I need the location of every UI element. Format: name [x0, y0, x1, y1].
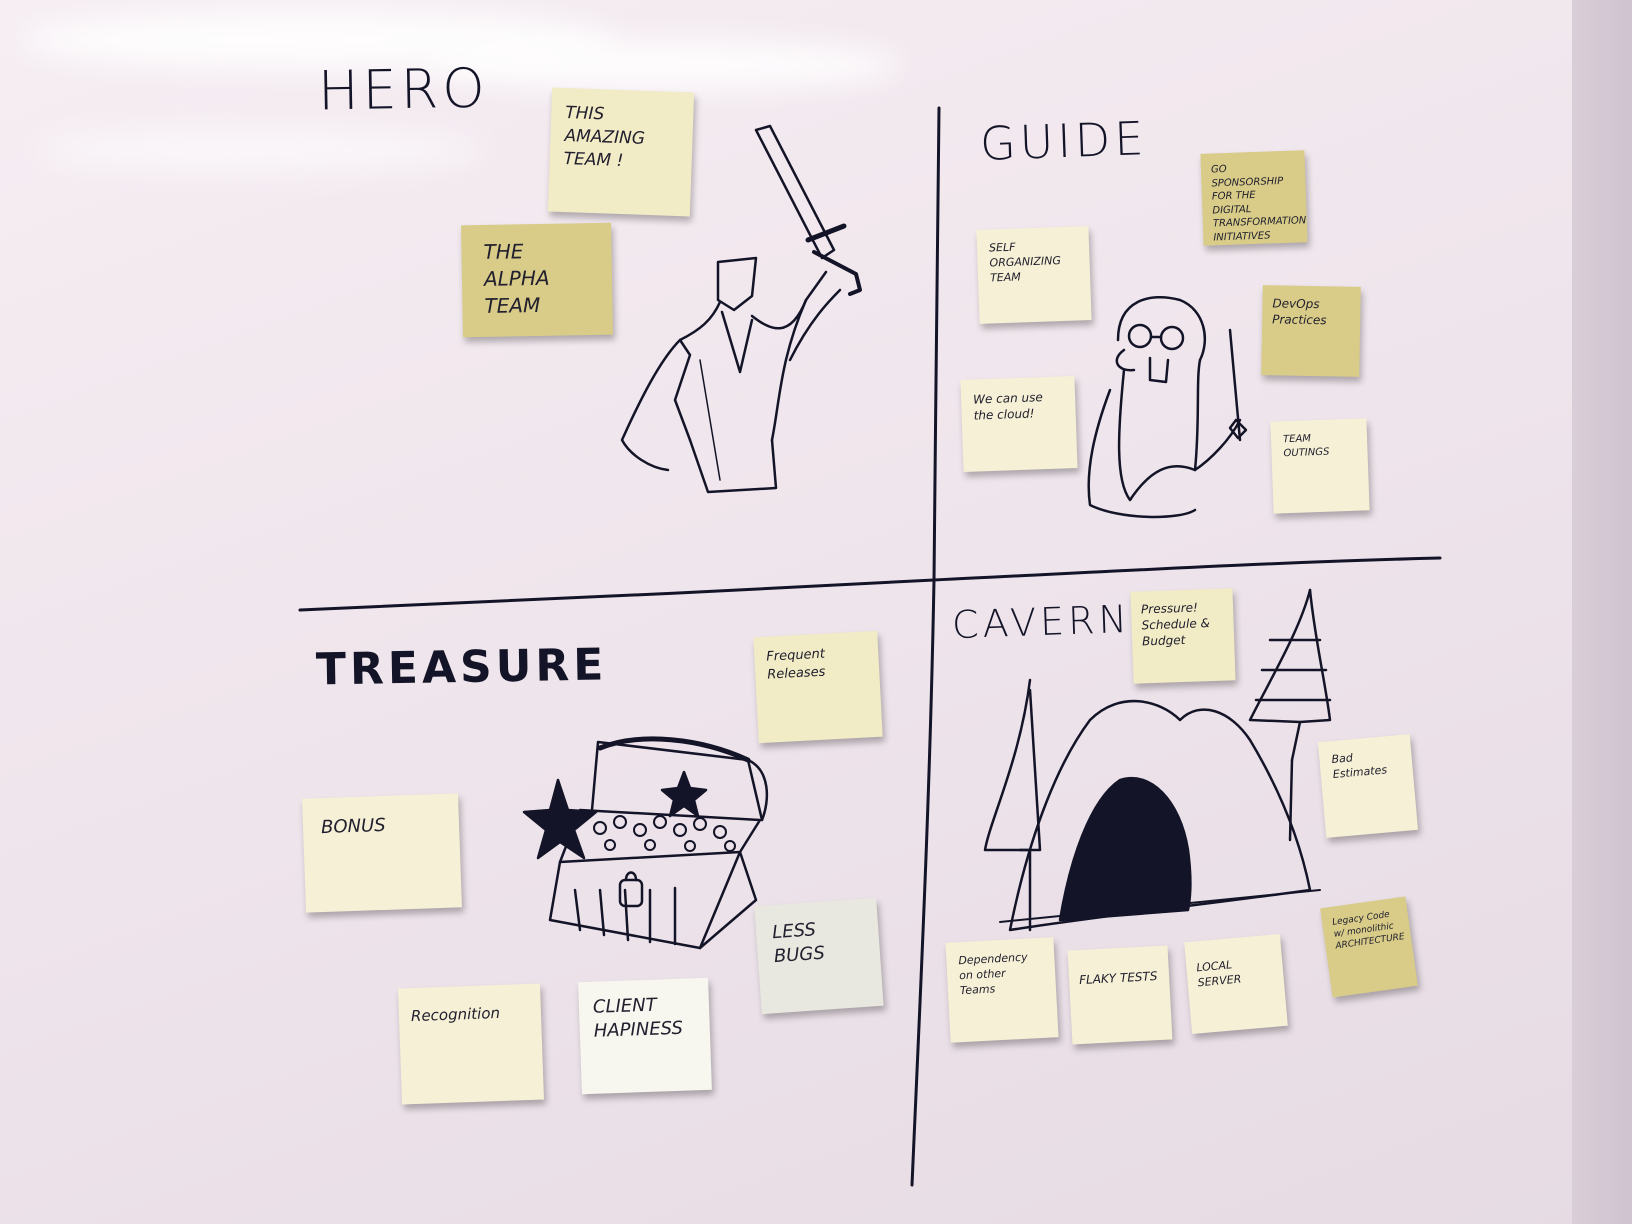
- guide-title: GUIDE: [979, 111, 1149, 171]
- sticky-note-less-bugs: LESS BUGS: [754, 897, 884, 1015]
- sticky-note-legacy-code: Legacy Code w/ monolithic ARCHITECTURE: [1320, 896, 1418, 998]
- sticky-note-dependency: Dependency on other Teams: [945, 937, 1059, 1043]
- vertical-divider: [910, 106, 941, 1187]
- sticky-note-go-sponsorship: GO SPONSORSHIP FOR THE DIGITAL TRANSFORM…: [1200, 150, 1308, 246]
- sticky-note-outings: TEAM OUTINGS: [1270, 418, 1370, 514]
- cavern-title: CAVERN: [951, 596, 1132, 648]
- hero-figure: [620, 124, 862, 494]
- light-glare: [40, 130, 480, 170]
- horizontal-divider: [298, 556, 1442, 612]
- sticky-note-self-organizing: SELF ORGANIZING TEAM: [976, 226, 1092, 324]
- sticky-note-cloud: We can use the cloud!: [960, 376, 1078, 472]
- sticky-note-flaky-tests: FLAKY TESTS: [1067, 945, 1173, 1045]
- treasure-title: TREASURE: [315, 639, 608, 696]
- guide-wizard: [1087, 296, 1248, 519]
- sticky-note-recognition: Recognition: [398, 983, 544, 1105]
- sticky-note-local-server: LOCAL SERVER: [1184, 933, 1288, 1035]
- sticky-note-pressure: Pressure! Schedule & Budget: [1130, 588, 1236, 684]
- sticky-note-devops: DevOps Practices: [1261, 285, 1361, 377]
- sticky-note-client-hapiness: CLIENT HAPINESS: [578, 977, 712, 1095]
- sticky-note-bad-estimates: Bad Estimates: [1317, 734, 1419, 838]
- hero-title: HERO: [317, 56, 490, 123]
- board-edge: [1572, 0, 1632, 1224]
- light-glare: [420, 40, 900, 90]
- sticky-note-frequent-releases: Frequent Releases: [753, 630, 883, 744]
- sticky-note-alpha-team: THE ALPHA TEAM: [461, 222, 613, 338]
- cavern: [983, 588, 1332, 932]
- sticky-note-amazing-team: THIS AMAZING TEAM !: [547, 87, 695, 217]
- sticky-note-bonus: BONUS: [302, 793, 462, 913]
- treasure-chest: [522, 736, 769, 950]
